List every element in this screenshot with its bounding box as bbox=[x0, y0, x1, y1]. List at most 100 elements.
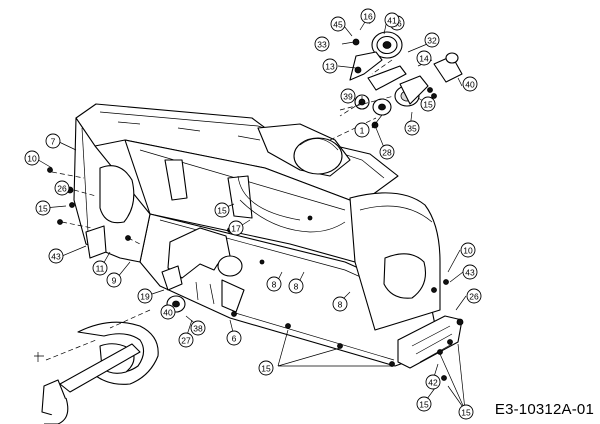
callout-label: 35 bbox=[407, 124, 417, 134]
drawing-code: E3-10312A-01 bbox=[494, 401, 594, 418]
callout-circle bbox=[420, 96, 436, 112]
callout-26: 26 bbox=[466, 288, 482, 304]
gearbox-auger bbox=[34, 227, 245, 424]
callout-label: 15 bbox=[423, 100, 433, 110]
callout-15: 15 bbox=[214, 202, 230, 218]
callout-13: 13 bbox=[322, 58, 338, 74]
callout-label: 16 bbox=[363, 12, 373, 22]
callout-circle bbox=[425, 374, 441, 390]
callout-label: 11 bbox=[96, 264, 105, 274]
callout-8: 8 bbox=[288, 278, 304, 294]
callout-label: 40 bbox=[163, 308, 173, 318]
callout-label: 38 bbox=[193, 324, 203, 334]
callout-label: 8 bbox=[272, 280, 277, 290]
callout-8: 8 bbox=[332, 296, 348, 312]
callout-circle bbox=[160, 304, 176, 320]
callout-41: 41 bbox=[384, 12, 400, 28]
callout-label: 19 bbox=[140, 292, 150, 302]
callout-label: 43 bbox=[465, 268, 475, 278]
callout-circle bbox=[416, 50, 432, 66]
callout-circle bbox=[228, 220, 244, 236]
callout-circle bbox=[178, 332, 194, 348]
callout-circle bbox=[460, 242, 476, 258]
callout-7: 7 bbox=[45, 133, 61, 149]
callout-label: 7 bbox=[51, 137, 56, 147]
callout-43: 43 bbox=[462, 264, 478, 280]
callout-circle bbox=[424, 32, 440, 48]
callout-45: 45 bbox=[330, 16, 346, 32]
callout-label: 1 bbox=[360, 126, 365, 136]
callout-circle bbox=[288, 278, 304, 294]
callout-label: 17 bbox=[231, 224, 241, 234]
callout-10: 10 bbox=[460, 242, 476, 258]
callout-15: 15 bbox=[420, 96, 436, 112]
callout-circle bbox=[466, 288, 482, 304]
callout-40: 40 bbox=[160, 304, 176, 320]
pulley-assembly bbox=[329, 31, 463, 141]
callout-circle bbox=[462, 264, 478, 280]
callout-label: 15 bbox=[461, 408, 471, 418]
callout-circle bbox=[48, 248, 64, 264]
callout-label: 14 bbox=[419, 54, 429, 64]
callout-circle bbox=[24, 150, 40, 166]
callout-label: 27 bbox=[181, 336, 191, 346]
callout-26: 26 bbox=[54, 180, 70, 196]
callout-circle bbox=[379, 144, 395, 160]
callout-circle bbox=[266, 276, 282, 292]
callout-label: 8 bbox=[294, 282, 299, 292]
callout-9: 9 bbox=[106, 272, 122, 288]
skid-shoe-right bbox=[397, 315, 463, 369]
callout-label: 6 bbox=[232, 334, 237, 344]
callout-15: 15 bbox=[258, 360, 274, 376]
callout-label: 9 bbox=[112, 276, 117, 286]
callout-label: 41 bbox=[387, 16, 397, 26]
callout-10: 10 bbox=[24, 150, 40, 166]
callout-circle bbox=[416, 396, 432, 412]
callout-19: 19 bbox=[137, 288, 153, 304]
callout-38: 38 bbox=[190, 320, 206, 336]
callout-circle bbox=[340, 88, 356, 104]
callout-42: 42 bbox=[425, 374, 441, 390]
callout-40: 40 bbox=[462, 76, 478, 92]
callout-circle bbox=[330, 16, 346, 32]
callout-label: 33 bbox=[317, 40, 327, 50]
skid-shoe-left bbox=[85, 225, 107, 259]
callout-label: 10 bbox=[463, 246, 473, 256]
callout-43: 43 bbox=[48, 248, 64, 264]
callout-15: 15 bbox=[35, 200, 51, 216]
callout-circle bbox=[322, 58, 338, 74]
callout-label: 28 bbox=[382, 148, 392, 158]
callout-33: 33 bbox=[314, 36, 330, 52]
callout-circle bbox=[360, 8, 376, 24]
callout-label: 39 bbox=[343, 92, 353, 102]
callout-label: 32 bbox=[427, 36, 437, 46]
callout-label: 26 bbox=[469, 292, 479, 302]
callout-39: 39 bbox=[340, 88, 356, 104]
callout-circle bbox=[214, 202, 230, 218]
callout-15: 15 bbox=[458, 404, 474, 420]
callout-35: 35 bbox=[404, 120, 420, 136]
callout-16: 16 bbox=[360, 8, 376, 24]
callout-14: 14 bbox=[416, 50, 432, 66]
callout-17: 17 bbox=[228, 220, 244, 236]
callout-label: 15 bbox=[261, 364, 271, 374]
callout-circle bbox=[332, 296, 348, 312]
callout-label: 15 bbox=[38, 204, 48, 214]
callout-11: 11 bbox=[92, 260, 108, 276]
callout-circle bbox=[106, 272, 122, 288]
callout-circle bbox=[226, 330, 242, 346]
callout-circle bbox=[314, 36, 330, 52]
hardware bbox=[47, 167, 464, 381]
callout-6: 6 bbox=[226, 330, 242, 346]
callout-32: 32 bbox=[424, 32, 440, 48]
callout-circle bbox=[462, 76, 478, 92]
callout-label: 8 bbox=[338, 300, 343, 310]
callout-circle bbox=[404, 120, 420, 136]
callout-8: 8 bbox=[266, 276, 282, 292]
callout-circle bbox=[458, 404, 474, 420]
callout-label: 42 bbox=[428, 378, 438, 388]
callout-label: 26 bbox=[57, 184, 67, 194]
callout-label: 15 bbox=[217, 206, 227, 216]
